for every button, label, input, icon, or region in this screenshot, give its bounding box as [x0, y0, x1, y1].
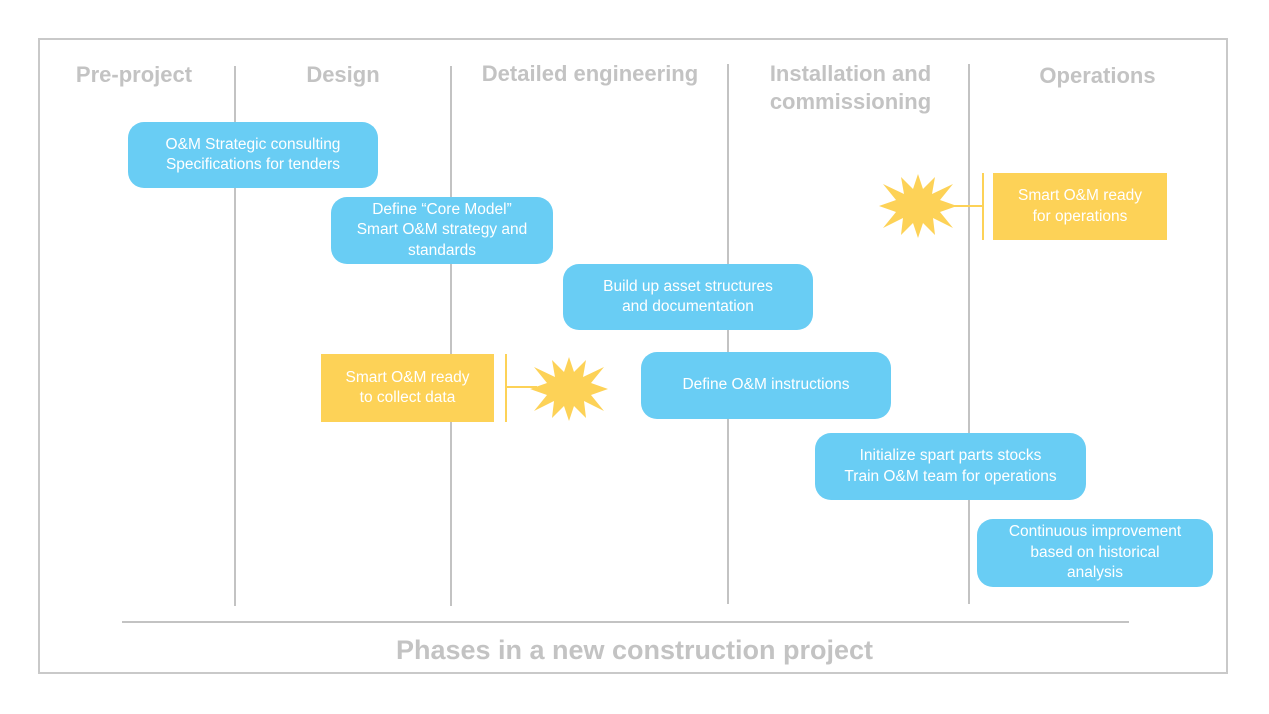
phase-detailed-engineering: Detailed engineering: [481, 61, 699, 86]
phase-design: Design: [306, 62, 380, 87]
phase-divider-4: [968, 64, 970, 604]
milestone-bracket-left: [505, 354, 507, 422]
diagram-caption: Phases in a new construction project: [395, 635, 874, 665]
milestone-ready-operations: Smart O&M ready for operations: [993, 173, 1167, 240]
milestone-ready-collect-data: Smart O&M ready to collect data: [321, 354, 494, 422]
milestone-connector-right: [950, 205, 983, 207]
timeline-baseline: [122, 621, 1129, 623]
task-initialize-spare-parts: Initialize spart parts stocks Train O&M …: [815, 433, 1086, 500]
phase-divider-2: [450, 66, 452, 606]
task-define-instructions: Define O&M instructions: [641, 352, 891, 419]
task-strategic-consulting: O&M Strategic consulting Specifications …: [128, 122, 378, 188]
task-define-core-model: Define “Core Model” Smart O&M strategy a…: [331, 197, 553, 264]
task-continuous-improvement: Continuous improvement based on historic…: [977, 519, 1213, 587]
starburst-icon: [879, 174, 957, 238]
milestone-bracket-right: [982, 173, 984, 240]
starburst-icon: [530, 357, 608, 421]
diagram-frame: [38, 38, 1228, 674]
phase-pre-project: Pre-project: [75, 62, 193, 87]
phase-installation-commissioning: Installation and commissioning: [769, 61, 932, 114]
phase-divider-3: [727, 64, 729, 604]
milestone-connector-left: [507, 386, 537, 388]
phase-operations: Operations: [1039, 63, 1156, 88]
phase-divider-1: [234, 66, 236, 606]
task-build-asset-structures: Build up asset structures and documentat…: [563, 264, 813, 330]
